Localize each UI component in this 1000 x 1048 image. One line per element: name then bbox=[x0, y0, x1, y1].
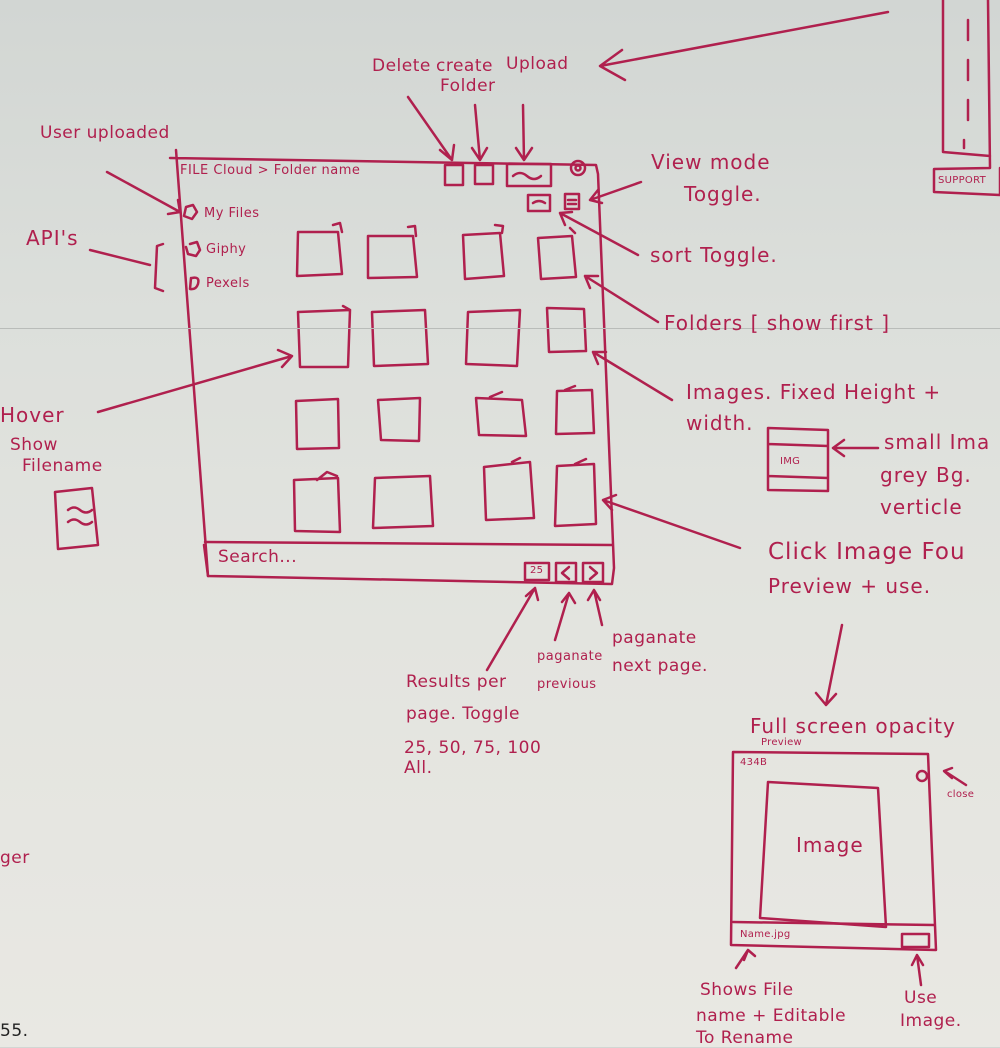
label-apis: API's bbox=[26, 226, 79, 250]
label-paginate-next-1: paganate bbox=[612, 628, 697, 648]
label-shows-file-1: Shows File bbox=[700, 980, 794, 1000]
support-panel bbox=[932, 0, 1000, 197]
label-click-image-2: Preview + use. bbox=[768, 574, 932, 598]
label-hover-1: Hover bbox=[0, 403, 65, 427]
label-view-mode-2: Toggle. bbox=[684, 182, 762, 206]
wireframe-sidebar-divider bbox=[202, 543, 210, 578]
paginate-next-button bbox=[581, 561, 605, 584]
delete-icon bbox=[443, 163, 465, 187]
use-image-button-outline bbox=[900, 932, 931, 949]
view-mode-toggle-icon bbox=[563, 192, 581, 211]
preview-image-label: Image bbox=[796, 833, 864, 857]
label-small-image-1: small Ima bbox=[884, 430, 991, 454]
label-results-1: Results per bbox=[406, 672, 507, 692]
label-view-mode-1: View mode bbox=[651, 150, 771, 174]
giphy-icon bbox=[184, 240, 202, 258]
arrow-shows-file bbox=[734, 948, 757, 970]
preview-frame bbox=[729, 750, 938, 952]
arrow-small-image bbox=[831, 438, 880, 458]
preview-image-box bbox=[758, 780, 888, 929]
label-small-image-3: verticle bbox=[880, 495, 963, 519]
arrow-use-image bbox=[910, 953, 925, 987]
preview-file-name: Name.jpg bbox=[740, 929, 791, 940]
label-close: close bbox=[947, 789, 975, 800]
wireframe-breadcrumb: FILE Cloud > Folder name bbox=[180, 163, 361, 178]
label-images-2: width. bbox=[686, 411, 754, 435]
label-images-1: Images. Fixed Height + bbox=[686, 380, 942, 404]
label-use-image-2: Image. bbox=[900, 1011, 962, 1031]
label-support: SUPPORT bbox=[938, 175, 987, 186]
hover-file-icon bbox=[53, 486, 100, 551]
arrow-support bbox=[598, 10, 890, 82]
label-small-image-2: grey Bg. bbox=[880, 463, 972, 487]
arrow-click-image bbox=[601, 493, 742, 550]
label-hover-2: Show bbox=[10, 435, 58, 455]
arrow-user-uploaded bbox=[105, 170, 182, 216]
label-user-uploaded: User uploaded bbox=[40, 123, 170, 143]
sidebar-item-giphy: Giphy bbox=[206, 242, 247, 257]
label-corner-ger: ger bbox=[0, 848, 30, 868]
paginate-prev-button bbox=[554, 561, 578, 584]
label-toolbar-delete: Delete bbox=[372, 56, 431, 76]
label-toolbar-create: create bbox=[436, 56, 493, 76]
arrow-hover bbox=[96, 348, 294, 414]
preview-close-icon bbox=[915, 769, 929, 783]
label-paginate-prev-1: paganate bbox=[537, 649, 603, 664]
arrow-next bbox=[586, 588, 604, 627]
label-img: IMG bbox=[780, 456, 801, 467]
label-hover-3: Filename bbox=[22, 456, 103, 476]
label-toolbar-folder: Folder bbox=[440, 76, 496, 96]
arrow-apis bbox=[88, 248, 152, 267]
sort-toggle-icon bbox=[526, 193, 552, 213]
label-corner-55: 55. bbox=[0, 1021, 29, 1041]
label-toolbar-upload: Upload bbox=[506, 54, 569, 74]
create-folder-icon bbox=[473, 163, 495, 186]
label-shows-file-3: To Rename bbox=[696, 1028, 794, 1048]
arrow-create bbox=[470, 103, 489, 162]
arrow-close bbox=[942, 766, 968, 787]
arrow-results bbox=[485, 586, 540, 672]
label-use-image-1: Use bbox=[904, 988, 938, 1008]
arrow-folders bbox=[583, 274, 660, 324]
label-results-4: All. bbox=[404, 758, 433, 778]
label-results-3: 25, 50, 75, 100 bbox=[404, 738, 542, 758]
preview-title-partial: Preview bbox=[761, 737, 803, 748]
label-shows-file-2: name + Editable bbox=[696, 1006, 847, 1026]
pexels-icon bbox=[188, 276, 200, 291]
arrow-down-preview bbox=[814, 623, 844, 707]
sidebar-item-pexels: Pexels bbox=[206, 276, 250, 291]
label-results-2: page. Toggle bbox=[406, 704, 520, 724]
per-page-button-outline bbox=[523, 561, 551, 582]
label-fullscreen: Full screen opacity bbox=[750, 714, 956, 738]
arrow-images bbox=[591, 350, 674, 402]
label-click-image-1: Click Image Fou bbox=[768, 539, 966, 565]
upload-icon bbox=[505, 162, 553, 188]
close-circle-icon bbox=[569, 159, 587, 177]
label-paginate-prev-2: previous bbox=[537, 677, 597, 692]
sidebar-item-my-files: My Files bbox=[204, 206, 260, 221]
board-seam bbox=[0, 328, 1000, 329]
my-files-icon bbox=[182, 203, 199, 221]
arrow-sort bbox=[558, 210, 640, 257]
arrow-prev bbox=[553, 591, 577, 642]
per-page-button: 25 bbox=[530, 565, 544, 576]
label-folders: Folders [ show first ] bbox=[664, 311, 891, 335]
search-placeholder: Search... bbox=[218, 547, 298, 567]
preview-size: 434B bbox=[740, 757, 768, 768]
arrow-view-mode bbox=[588, 180, 643, 205]
label-sort-toggle: sort Toggle. bbox=[650, 243, 778, 267]
label-paginate-next-2: next page. bbox=[612, 656, 708, 676]
arrow-upload bbox=[514, 103, 534, 162]
small-image-icon bbox=[766, 426, 830, 493]
arrow-delete bbox=[406, 95, 456, 162]
api-bracket bbox=[153, 242, 165, 293]
wireframe-footer-divider bbox=[203, 540, 614, 547]
